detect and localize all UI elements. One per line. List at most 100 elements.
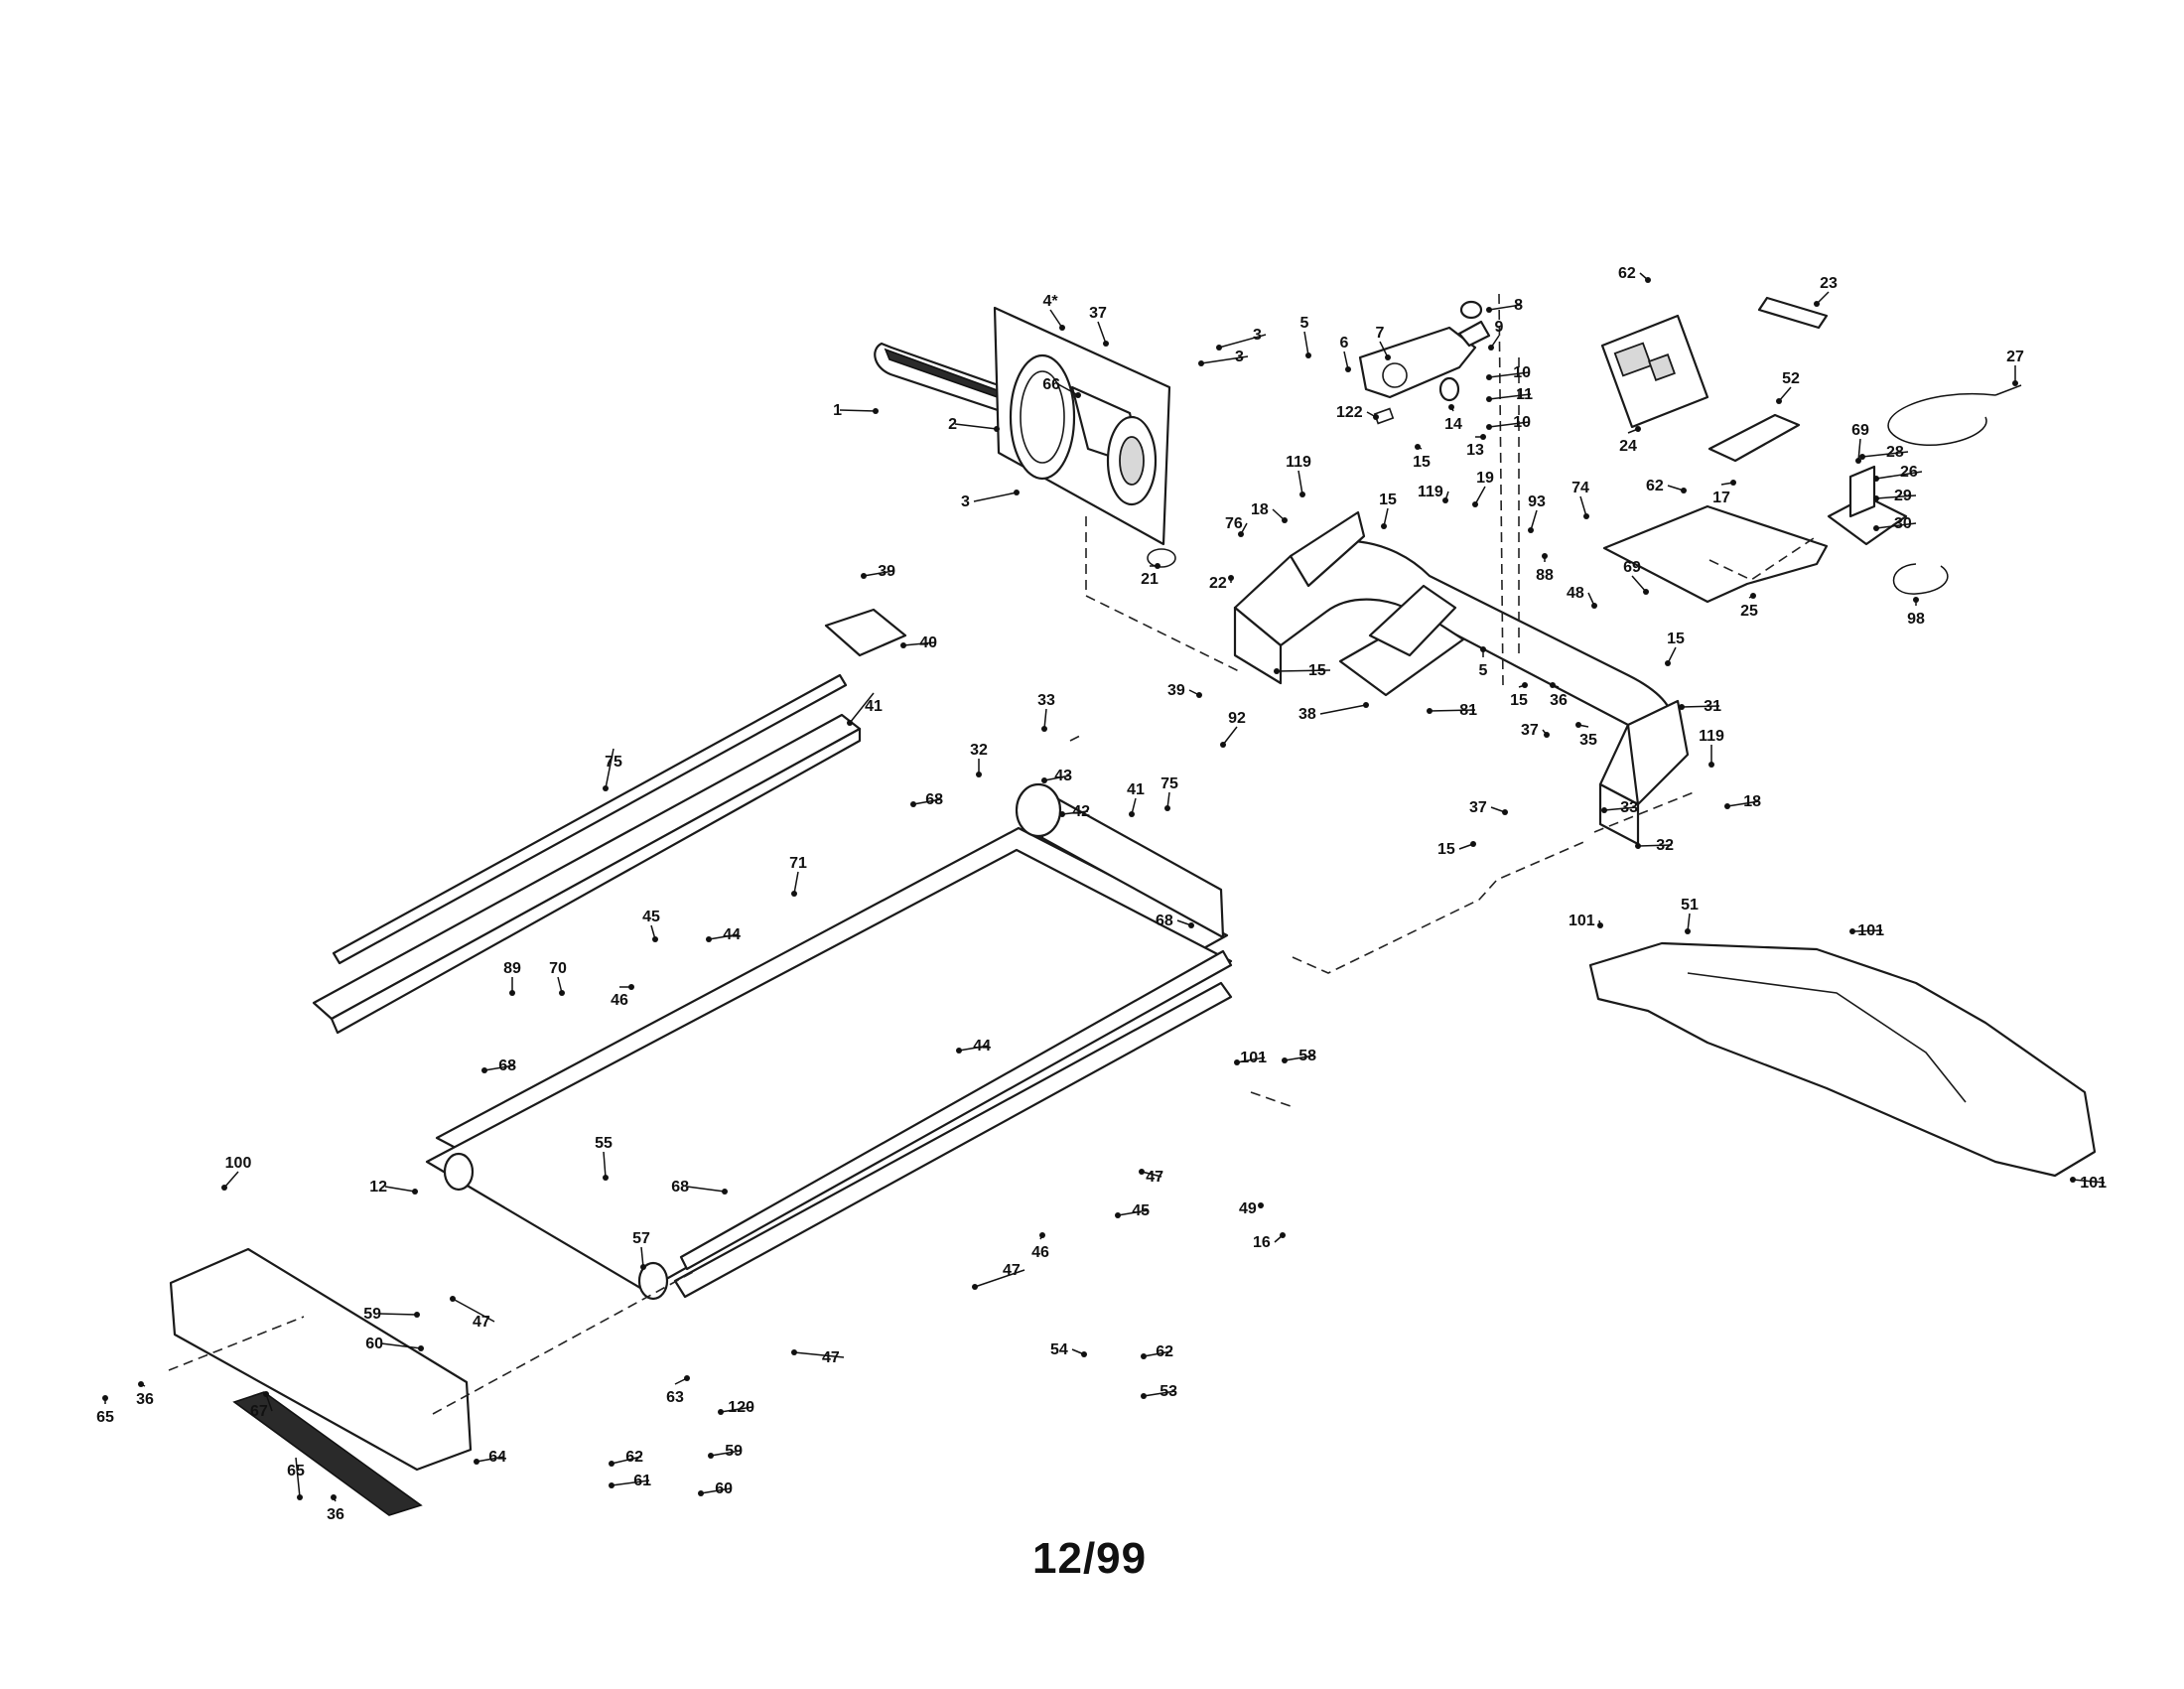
callout-leader bbox=[1429, 709, 1476, 712]
fastener-dot bbox=[1597, 922, 1603, 928]
callout-57: 57 bbox=[632, 1230, 650, 1270]
fastener-dot bbox=[509, 990, 515, 996]
callout-leader bbox=[954, 423, 998, 430]
callout-leader bbox=[1861, 451, 1909, 458]
callout-leader bbox=[849, 692, 875, 724]
callout-5b: 5 bbox=[1479, 646, 1488, 679]
callout-number: 100 bbox=[225, 1155, 252, 1172]
callout-47c: 47 bbox=[450, 1296, 495, 1331]
callout-70: 70 bbox=[549, 960, 567, 996]
callout-100: 100 bbox=[221, 1155, 251, 1191]
callout-leader bbox=[1603, 806, 1637, 811]
callout-68b: 68 bbox=[1156, 913, 1194, 929]
fastener-dot bbox=[221, 1185, 227, 1191]
rear-grip-strip bbox=[232, 1391, 423, 1516]
fastener-dot bbox=[1550, 682, 1556, 688]
callout-number: 98 bbox=[1907, 611, 1925, 628]
callout-number: 40 bbox=[919, 634, 937, 651]
fastener-dot bbox=[1601, 807, 1607, 813]
callout-leader bbox=[1319, 704, 1367, 715]
fastener-dot bbox=[418, 1345, 424, 1351]
callout-number: 7 bbox=[1376, 325, 1385, 342]
fastener-dot bbox=[1486, 396, 1492, 402]
callout-leader bbox=[1631, 575, 1647, 593]
callout-number: 69 bbox=[1623, 559, 1641, 576]
fastener-dot bbox=[1502, 809, 1508, 815]
callout-leader bbox=[912, 798, 942, 805]
fastener-dot bbox=[1238, 531, 1244, 537]
callout-leader bbox=[1200, 355, 1249, 364]
fastener-dot bbox=[1299, 492, 1305, 497]
callout-37c: 37 bbox=[1469, 799, 1508, 816]
fastener-dot bbox=[1708, 762, 1714, 768]
fastener-dot bbox=[1528, 527, 1534, 533]
callout-15b: 15 bbox=[1379, 492, 1397, 529]
callout-29: 29 bbox=[1873, 488, 1917, 504]
callout-number: 44 bbox=[723, 926, 741, 943]
callout-89: 89 bbox=[503, 960, 521, 996]
assembly-lines bbox=[168, 293, 1818, 1415]
callout-leader bbox=[1778, 386, 1792, 402]
fastener-dot bbox=[1750, 593, 1756, 599]
fastener-dot bbox=[706, 936, 712, 942]
fastener-dot bbox=[1258, 1202, 1264, 1208]
callout-leader bbox=[1049, 309, 1063, 329]
callout-27: 27 bbox=[2006, 349, 2024, 386]
fastener-dot bbox=[1164, 805, 1170, 811]
callout-number: 23 bbox=[1820, 275, 1838, 292]
callout-51: 51 bbox=[1681, 897, 1699, 934]
fastener-dot bbox=[1730, 480, 1736, 486]
fastener-dot bbox=[1665, 660, 1671, 666]
callout-leader bbox=[640, 1246, 644, 1268]
fastener-dot bbox=[910, 801, 916, 807]
callout-46a: 46 bbox=[611, 984, 634, 1009]
callout-number: 37 bbox=[1469, 799, 1487, 816]
callout-number: 28 bbox=[1886, 444, 1904, 461]
callout-number: 3 bbox=[1253, 327, 1262, 344]
callout-17: 17 bbox=[1712, 480, 1736, 506]
electronics-shelf bbox=[1602, 504, 1829, 604]
callout-number: 15 bbox=[1413, 454, 1431, 471]
fastener-dot bbox=[1220, 742, 1226, 748]
callout-number: 60 bbox=[365, 1336, 383, 1352]
callout-10b: 10 bbox=[1486, 414, 1531, 431]
callout-number: 37 bbox=[1521, 722, 1539, 739]
fastener-dot bbox=[1345, 366, 1351, 372]
fastener-dot bbox=[873, 408, 879, 414]
fastener-dot bbox=[1280, 1232, 1286, 1238]
left-side-rail bbox=[312, 713, 862, 1035]
callout-leader bbox=[863, 570, 894, 577]
callout-leader bbox=[265, 1393, 273, 1412]
fastener-dot bbox=[1814, 301, 1820, 307]
callout-45a: 45 bbox=[642, 909, 660, 942]
callout-number: 1 bbox=[833, 402, 842, 419]
callout-number: 24 bbox=[1619, 438, 1637, 455]
callout-93: 93 bbox=[1528, 493, 1546, 533]
fastener-dot bbox=[1282, 517, 1288, 523]
callout-62c: 62 bbox=[1141, 1343, 1173, 1360]
fastener-dot bbox=[1103, 341, 1109, 347]
callout-number: 36 bbox=[327, 1506, 344, 1523]
callout-number: 16 bbox=[1253, 1234, 1271, 1251]
callout-69a: 69 bbox=[1851, 422, 1869, 464]
callout-number: 68 bbox=[925, 791, 943, 808]
callout-59b: 59 bbox=[708, 1443, 743, 1460]
small-circuit-board bbox=[1707, 413, 1801, 463]
callout-leader bbox=[1488, 371, 1530, 378]
callout-47a: 47 bbox=[1139, 1169, 1163, 1186]
callout-number: 46 bbox=[611, 992, 628, 1009]
callout-number: 6 bbox=[1340, 335, 1349, 352]
callout-8: 8 bbox=[1486, 297, 1523, 314]
fastener-dot bbox=[1635, 426, 1641, 432]
callout-number: 26 bbox=[1900, 464, 1918, 481]
callout-leader bbox=[1579, 495, 1587, 517]
callout-36c: 36 bbox=[327, 1494, 344, 1523]
fastener-dot bbox=[718, 1409, 724, 1415]
callout-92: 92 bbox=[1220, 710, 1246, 748]
fastener-dot bbox=[1583, 513, 1589, 519]
fastener-dot bbox=[1081, 1351, 1087, 1357]
callout-leader bbox=[476, 1456, 505, 1463]
fastener-dot bbox=[297, 1494, 303, 1500]
fastener-dot bbox=[1155, 563, 1160, 569]
